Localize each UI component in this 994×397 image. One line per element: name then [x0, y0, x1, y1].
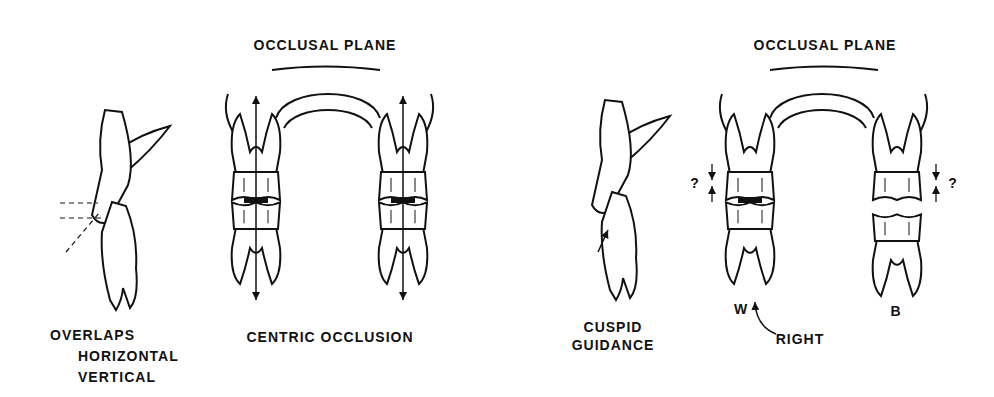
overlap-caption: OVERLAPS — [50, 326, 135, 344]
cuspid-side-view — [592, 100, 670, 300]
figure-caption: CUSPID GUIDANCE — [558, 318, 668, 354]
occlusal-plane-line — [770, 67, 878, 71]
question-mark: ? — [948, 174, 958, 192]
overlap-caption: HORIZONTAL — [78, 347, 179, 365]
side-letter: W — [734, 300, 748, 318]
side-letter: B — [890, 302, 901, 320]
question-mark: ? — [690, 174, 700, 192]
plane-title: OCCLUSAL PLANE — [254, 36, 397, 54]
incisor-side-view — [60, 110, 170, 310]
side-caption: RIGHT — [776, 330, 825, 348]
plane-title: OCCLUSAL PLANE — [754, 36, 897, 54]
overlap-caption: VERTICAL — [78, 368, 156, 386]
molar-arch-lateral — [712, 94, 936, 334]
occlusal-plane-line — [272, 67, 380, 71]
molar-arch-centric — [226, 94, 433, 300]
figure-caption: CENTRIC OCCLUSION — [246, 328, 413, 346]
